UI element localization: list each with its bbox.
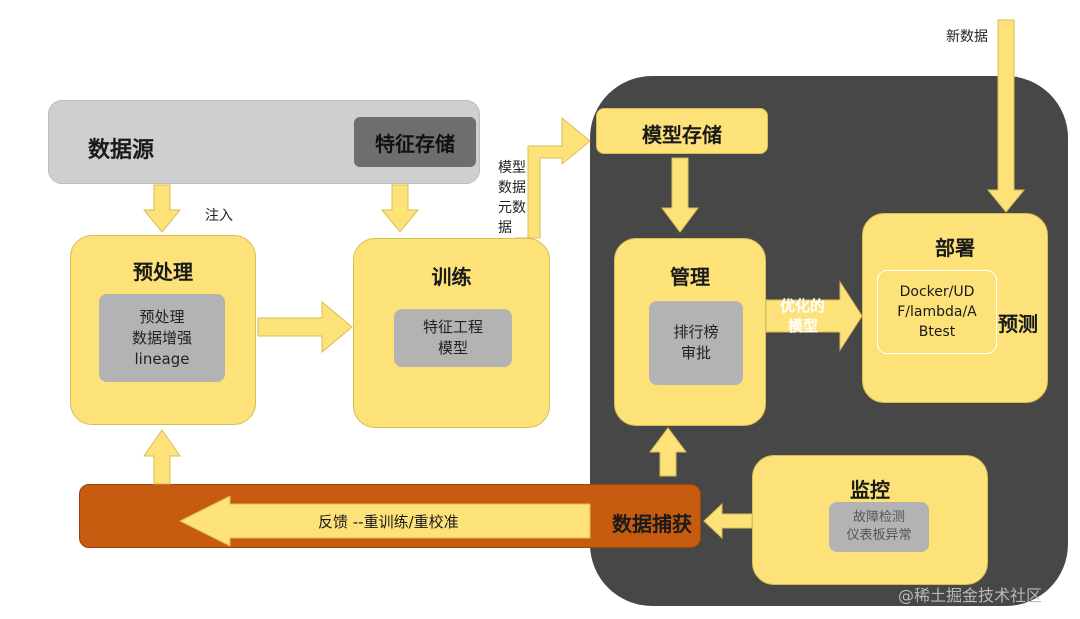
- optimized-model-label: 优化的 模型: [780, 296, 825, 336]
- new-data-label: 新数据: [946, 29, 988, 45]
- training-title: 训练: [431, 265, 472, 289]
- management-box: 管理 排行榜 审批: [614, 238, 766, 426]
- arrow-featurestore-to-training: [380, 184, 420, 233]
- training-line: 特征工程: [422, 318, 483, 336]
- arrow-newdata-to-deploy: [986, 19, 1026, 213]
- monitor-title: 监控: [850, 478, 890, 502]
- model-metadata-label: 模型 数据 元数 据: [498, 158, 526, 238]
- monitor-line: 仪表板异常: [846, 528, 912, 543]
- arrow-feedback-to-preprocess: [143, 429, 181, 485]
- preprocess-title: 预处理: [133, 260, 193, 284]
- inject-label: 注入: [205, 208, 233, 224]
- model-metadata-line: 元数: [498, 200, 526, 216]
- optimized-model-line: 优化的: [780, 297, 826, 315]
- model-store-title: 模型存储: [642, 123, 722, 147]
- training-line: 模型: [437, 339, 468, 357]
- management-detail: 排行榜 审批: [649, 301, 743, 385]
- training-box: 训练 特征工程 模型: [353, 238, 550, 428]
- arrow-training-to-modelstore: [515, 116, 591, 239]
- preprocess-line: 预处理: [139, 307, 185, 326]
- monitor-line: 故障检测: [852, 510, 905, 525]
- watermark: @稀土掘金技术社区: [898, 586, 1043, 605]
- arrow-source-to-preprocess: [142, 184, 182, 233]
- deploy-detail: Docker/UD F/lambda/A Btest: [877, 270, 997, 354]
- model-store-box: 模型存储: [596, 108, 768, 154]
- deploy-box: 部署 Docker/UD F/lambda/A Btest: [862, 213, 1048, 403]
- training-detail: 特征工程 模型: [394, 309, 512, 367]
- deploy-title: 部署: [935, 236, 975, 260]
- model-metadata-line: 数据: [498, 180, 526, 196]
- deploy-line: Btest: [918, 324, 956, 340]
- arrow-monitor-to-capture: [703, 502, 753, 540]
- data-capture-label: 数据捕获: [612, 512, 692, 536]
- management-title: 管理: [670, 265, 710, 289]
- preprocess-line: 数据增强: [131, 328, 192, 347]
- model-metadata-line: 据: [498, 220, 512, 236]
- arrow-feedback-left: [178, 495, 591, 547]
- deploy-line: F/lambda/A: [897, 304, 977, 320]
- deploy-line: Docker/UD: [899, 284, 975, 300]
- arrow-capture-to-management: [649, 427, 687, 477]
- feedback-label: 反馈 --重训练/重校准: [318, 513, 459, 531]
- management-line: 审批: [680, 344, 711, 362]
- preprocess-detail: 预处理 数据增强 lineage: [99, 294, 225, 382]
- arrow-modelstore-to-management: [661, 157, 699, 233]
- feature-store-box: 特征存储: [354, 117, 476, 167]
- arrow-preprocess-to-training: [257, 300, 353, 354]
- preprocess-box: 预处理 预处理 数据增强 lineage: [70, 235, 256, 425]
- arrow-management-to-deploy: [765, 280, 863, 352]
- data-source-label: 数据源: [88, 138, 155, 163]
- model-metadata-line: 模型: [498, 160, 526, 176]
- monitor-detail: 故障检测 仪表板异常: [829, 502, 929, 552]
- management-line: 排行榜: [673, 323, 719, 341]
- optimized-model-line: 模型: [788, 317, 819, 335]
- monitor-box: 监控 故障检测 仪表板异常: [752, 455, 988, 585]
- predict-label: 预测: [998, 312, 1038, 336]
- preprocess-line: lineage: [134, 349, 190, 368]
